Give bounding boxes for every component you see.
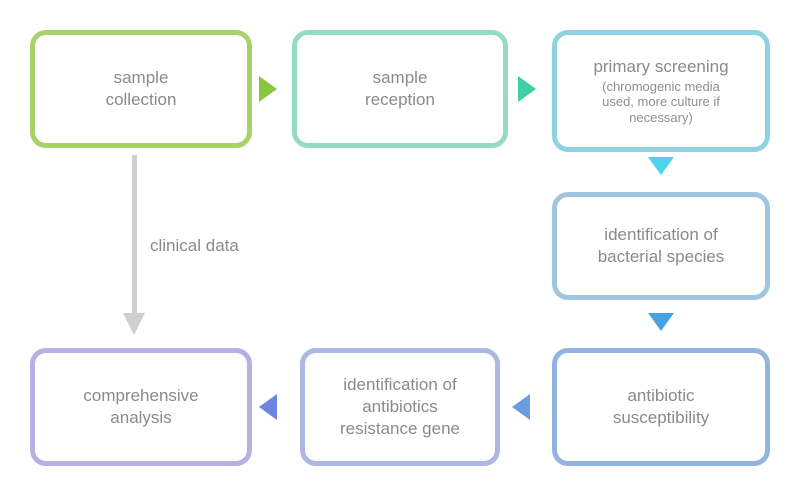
- node-antibiotic-susceptibility-label: antibiotic susceptibility: [612, 386, 710, 427]
- node-identification-of-bacterial-species[interactable]: identification of bacterial species: [552, 192, 770, 300]
- node-antibiotic-susceptibility[interactable]: antibiotic susceptibility: [552, 348, 770, 466]
- arrow-down-icon-clinical-data: [123, 313, 145, 335]
- node-primary-screening[interactable]: primary screening (chromogenic media use…: [552, 30, 770, 152]
- arrow-right-icon-reception-to-screening: [518, 76, 536, 102]
- connector-label-clinical-data: clinical data: [150, 236, 239, 255]
- arrow-down-icon-species-to-antibiotic: [648, 313, 674, 331]
- arrow-left-icon-antibiotic-to-gene: [512, 394, 530, 420]
- node-sample-collection-label: sample collection: [105, 68, 177, 109]
- node-sample-reception-label: sample reception: [365, 68, 435, 109]
- arrow-left-icon-gene-to-analysis: [259, 394, 277, 420]
- node-primary-screening-subtext: (chromogenic media used, more culture if…: [602, 78, 720, 126]
- node-primary-screening-label: primary screening: [593, 56, 729, 76]
- connector-line-clinical-data: [132, 155, 137, 315]
- node-comprehensive-analysis[interactable]: comprehensive analysis: [30, 348, 252, 466]
- arrow-right-icon-collection-to-reception: [259, 76, 277, 102]
- arrow-down-icon-screening-to-species: [648, 157, 674, 175]
- node-identification-of-bacterial-species-label: identification of bacterial species: [597, 225, 725, 266]
- node-identification-of-antibiotics-resistance-gene[interactable]: identification of antibiotics resistance…: [300, 348, 500, 466]
- node-comprehensive-analysis-label: comprehensive analysis: [83, 386, 199, 427]
- node-sample-collection[interactable]: sample collection: [30, 30, 252, 148]
- node-identification-of-antibiotics-resistance-gene-label: identification of antibiotics resistance…: [339, 375, 461, 438]
- node-sample-reception[interactable]: sample reception: [292, 30, 508, 148]
